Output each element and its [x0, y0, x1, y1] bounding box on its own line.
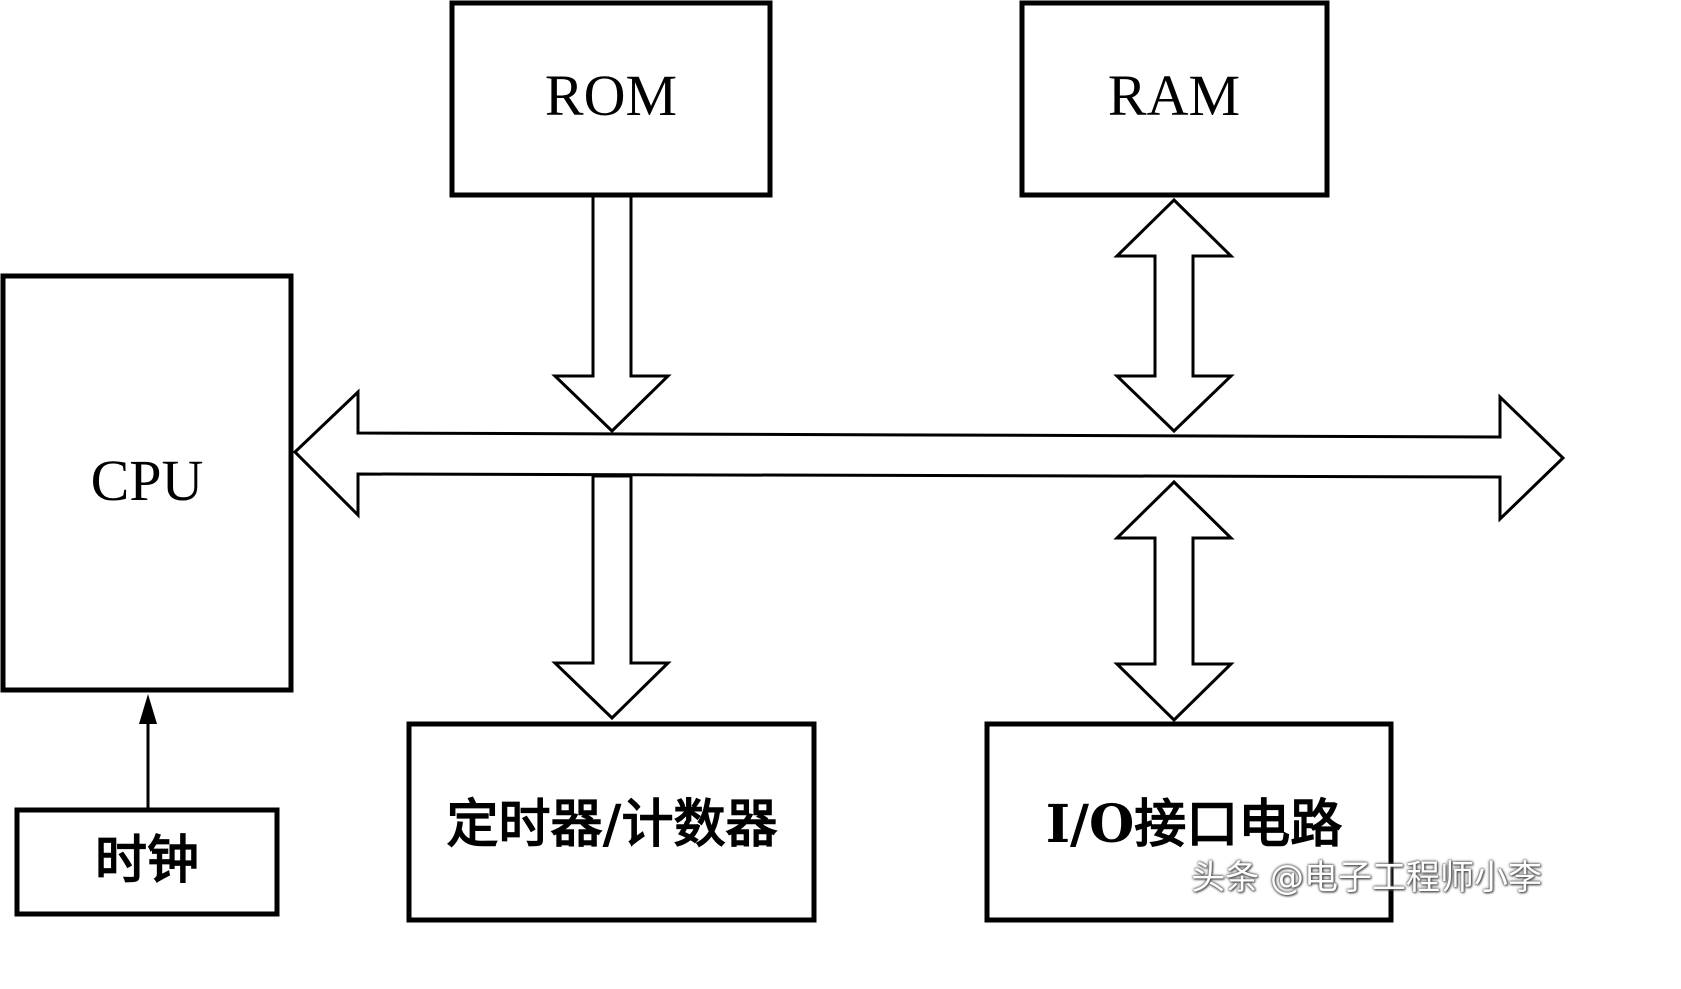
system-bus-arrow — [292, 388, 1566, 523]
bus-io-double-arrow — [1113, 479, 1235, 723]
block-diagram: ROM RAM CPU 时钟 定时器/计数器 I/O接口电路 — [0, 0, 1566, 923]
rom-to-bus-arrow — [551, 194, 672, 434]
ram-block: RAM — [1019, 0, 1330, 198]
cpu-block: CPU — [0, 273, 294, 693]
clock-label: 时钟 — [95, 830, 199, 891]
timer-counter-label: 定时器/计数器 — [447, 794, 779, 855]
ram-label: RAM — [1108, 63, 1240, 128]
clock-to-cpu-arrow — [139, 694, 157, 808]
io-interface-label: I/O接口电路 — [1046, 794, 1344, 855]
rom-block: ROM — [449, 0, 773, 198]
timer-counter-block: 定时器/计数器 — [406, 721, 817, 923]
clock-block: 时钟 — [14, 807, 280, 917]
io-interface-block: I/O接口电路 — [984, 721, 1394, 923]
watermark-text: 头条 @电子工程师小李 — [1191, 858, 1542, 898]
bus-to-timer-arrow — [551, 474, 672, 721]
rom-label: ROM — [545, 63, 677, 128]
ram-bus-double-arrow — [1113, 197, 1235, 434]
cpu-label: CPU — [91, 448, 204, 513]
